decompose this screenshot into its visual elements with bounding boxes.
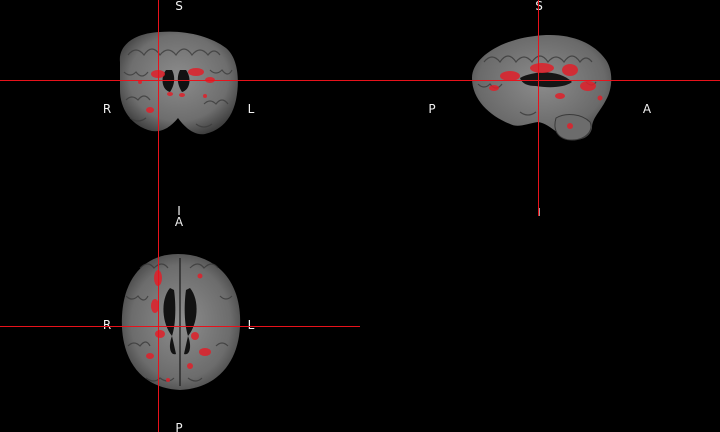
empty-render-pane: [360, 216, 720, 432]
sagittal-label-posterior: P: [428, 102, 436, 116]
coronal-label-left: L: [247, 102, 255, 116]
axial-view[interactable]: A P R L: [0, 216, 360, 432]
axial-crosshair-vertical[interactable]: [158, 216, 159, 432]
axial-slice-image: [121, 254, 241, 390]
axial-label-anterior: A: [174, 216, 184, 229]
sagittal-label-anterior: A: [642, 102, 652, 116]
sagittal-crosshair-horizontal[interactable]: [360, 80, 720, 81]
axial-brain-shape: [121, 254, 241, 390]
sagittal-lesion-overlay: [489, 63, 603, 129]
coronal-view[interactable]: S I R L: [0, 0, 360, 216]
axial-crosshair-horizontal[interactable]: [0, 326, 360, 327]
sagittal-slice-image: [472, 35, 612, 141]
sagittal-label-inferior: I: [532, 207, 546, 216]
coronal-crosshair-horizontal[interactable]: [0, 80, 360, 81]
axial-label-left: L: [247, 318, 255, 332]
coronal-label-right: R: [102, 102, 112, 116]
sagittal-view[interactable]: S I P A: [360, 0, 720, 216]
axial-label-right: R: [102, 318, 112, 332]
sagittal-crosshair-vertical[interactable]: [538, 0, 539, 216]
axial-label-posterior: P: [175, 421, 183, 432]
coronal-crosshair-vertical[interactable]: [158, 0, 159, 216]
sagittal-label-superior: S: [535, 0, 543, 13]
coronal-slice-image: [119, 31, 238, 135]
axial-lesion-overlay: [146, 270, 211, 382]
coronal-label-inferior: I: [177, 204, 181, 216]
coronal-label-superior: S: [175, 0, 183, 13]
sagittal-brain-shape: [472, 35, 612, 140]
